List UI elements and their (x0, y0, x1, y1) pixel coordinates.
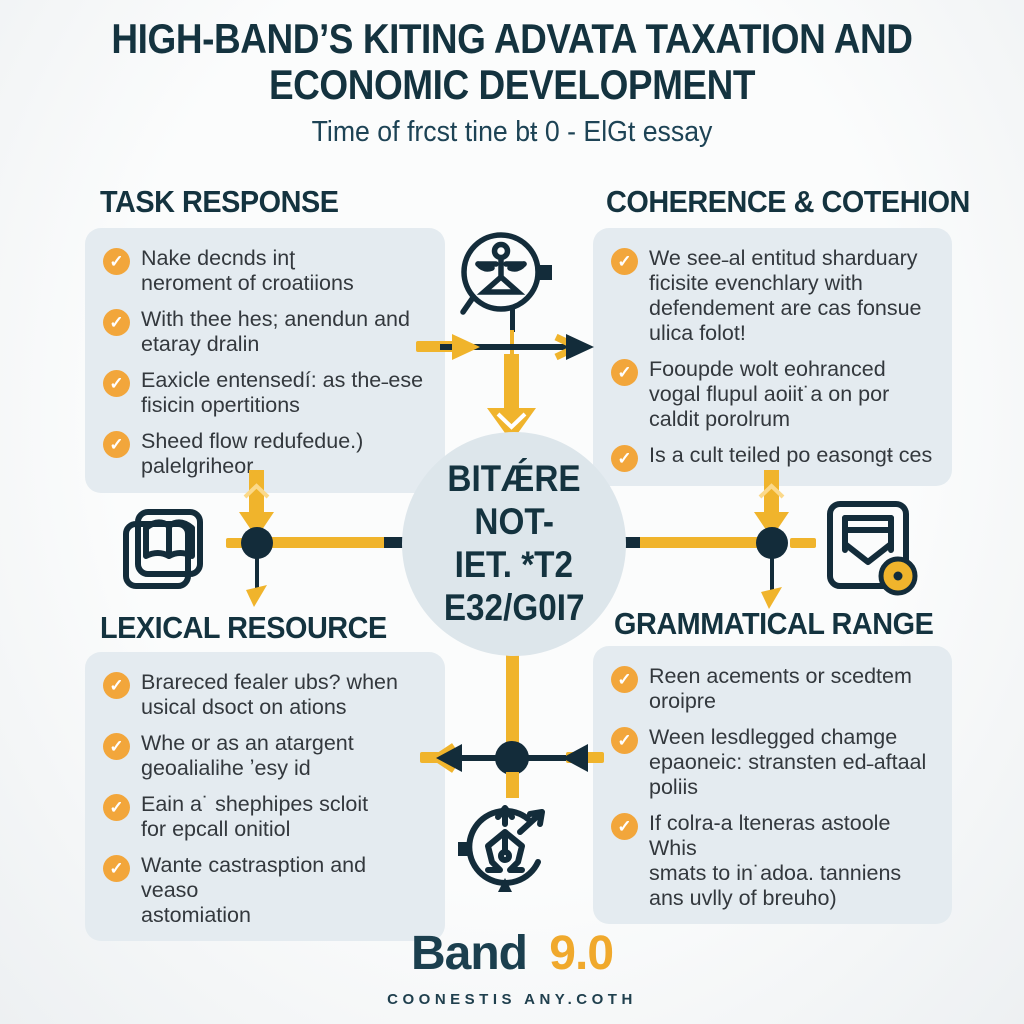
band-score: Band 9.0 (0, 926, 1024, 981)
coherence-cohesion-box: ✓ We see˗al entitud sharduary ficisite e… (593, 228, 952, 486)
bullet-text: Whe or as an atargent geoalialihe ʼesy i… (141, 730, 354, 780)
check-icon: ✓ (103, 430, 130, 458)
check-icon: ✓ (611, 666, 638, 693)
heading-coherence-cohesion: COHERENCE & COTEHION (606, 184, 970, 219)
certificate-icon (827, 501, 918, 596)
grammatical-range-box: ✓ Reen acements or scedtem oroipre ✓ Wee… (593, 646, 952, 925)
center-badge: BITǼRE NOT- IET. *T2 E32/G0I7 (402, 432, 626, 656)
list-item: ✓ Fooupde wolt eohranced vogal flupul ao… (611, 357, 936, 432)
bullet-text: Fooupde wolt eohranced vogal flupul aoii… (649, 356, 890, 431)
bullet-text: Brareced fealer ubs? when usical dsoct o… (141, 670, 398, 719)
list-item: ✓ Nake decnds inʈ neroment of croatiions (103, 246, 429, 296)
list-item: ✓ Ween lesdlegged chamge epaoneic: stran… (611, 725, 936, 800)
list-item: ✓ Is a cult teiled po easongŧ ces (611, 443, 936, 472)
balance-person-icon (460, 232, 552, 315)
lexical-resource-box: ✓ Brareced fealer ubs? when usical dsoct… (85, 652, 445, 942)
bullet-text: Eaxicle entensedí: as the˗ese fisicin op… (141, 367, 424, 417)
list-item: ✓ With thee hes; anendun and etaray dral… (103, 307, 429, 357)
check-icon: ✓ (611, 248, 638, 275)
check-icon: ✓ (103, 854, 130, 882)
list-item: ✓ Sheed flow redufedue.) palelgriheor (103, 429, 429, 479)
center-line: NOT- (474, 501, 554, 543)
page-title: HIGH-BAND’S KITING ADVATA TAXATION AND E… (0, 15, 1024, 149)
bullet-text: Wante castrasption and veaso astomiation (141, 852, 367, 927)
check-icon: ✓ (103, 672, 130, 699)
heading-task-response: TASK RESPONSE (100, 184, 339, 219)
list-item: ✓ Eain a˙ shephipes scloit for epcall on… (103, 792, 429, 842)
open-book-icon (123, 509, 203, 589)
bullet-text: Reen acements or scedtem oroipre (649, 664, 912, 713)
check-icon: ✓ (103, 308, 130, 336)
right-connector (620, 470, 816, 609)
bullet-text: If colra-a lteneras astoole Whis smats t… (649, 810, 902, 910)
bullet-text: Ween lesdlegged chamge epaoneic: stranst… (649, 724, 927, 799)
bullet-text: With thee hes; anendun and etaray dralin (141, 306, 410, 356)
bottom-connector (420, 650, 604, 798)
check-icon: ✓ (103, 793, 130, 821)
task-response-box: ✓ Nake decnds inʈ neroment of croatiions… (85, 228, 445, 493)
check-icon: ✓ (611, 444, 638, 472)
compass-pen-icon (458, 805, 545, 892)
bullet-text: Sheed flow redufedue.) palelgriheor (141, 428, 364, 478)
center-line: BITǼRE (447, 458, 581, 500)
check-icon: ✓ (611, 726, 638, 754)
bullet-text: Is a cult teiled po easongŧ ces (649, 442, 933, 467)
list-item: ✓ Reen acements or scedtem oroipre (611, 664, 936, 714)
list-item: ✓ Wante castrasption and veaso astomiati… (103, 853, 429, 928)
title-line-1: HIGH-BAND’S KITING ADVATA TAXATION AND (111, 15, 913, 62)
check-icon: ✓ (103, 732, 130, 760)
footer: Band 9.0 COONESTIS ANY.COTH (0, 926, 1024, 1008)
bullet-text: Nake decnds inʈ neroment of croatiions (141, 246, 354, 295)
check-icon: ✓ (103, 248, 130, 275)
list-item: ✓ Eaxicle entensedí: as the˗ese fisicin … (103, 368, 429, 418)
list-item: ✓ Brareced fealer ubs? when usical dsoct… (103, 670, 429, 720)
check-icon: ✓ (611, 812, 638, 840)
band-score-value: 9.0 (549, 927, 614, 980)
subtitle: Time of frcst tine bŧ 0 - ElGt essay (311, 116, 713, 149)
footer-tagline: COONESTIS ANY.COTH (387, 991, 637, 1008)
bullet-text: We see˗al entitud sharduary ficisite eve… (649, 246, 922, 345)
check-icon: ✓ (611, 358, 638, 386)
list-item: ✓ We see˗al entitud sharduary ficisite e… (611, 246, 936, 346)
bullet-text: Eain a˙ shephipes scloit for epcall onit… (141, 791, 369, 841)
center-line: E32/G0I7 (443, 586, 585, 628)
list-item: ✓ If colra-a lteneras astoole Whis smats… (611, 811, 936, 911)
title-line-2: ECONOMIC DEVELOPMENT (268, 61, 756, 109)
heading-lexical-resource: LEXICAL RESOURCE (100, 610, 387, 645)
list-item: ✓ Whe or as an atargent geoalialihe ʼesy… (103, 731, 429, 781)
check-icon: ✓ (103, 369, 130, 397)
band-label: Band (410, 927, 528, 980)
heading-grammatical-range: GRAMMATICAL RANGE (614, 606, 934, 641)
center-line: IET. *T2 (454, 544, 574, 585)
